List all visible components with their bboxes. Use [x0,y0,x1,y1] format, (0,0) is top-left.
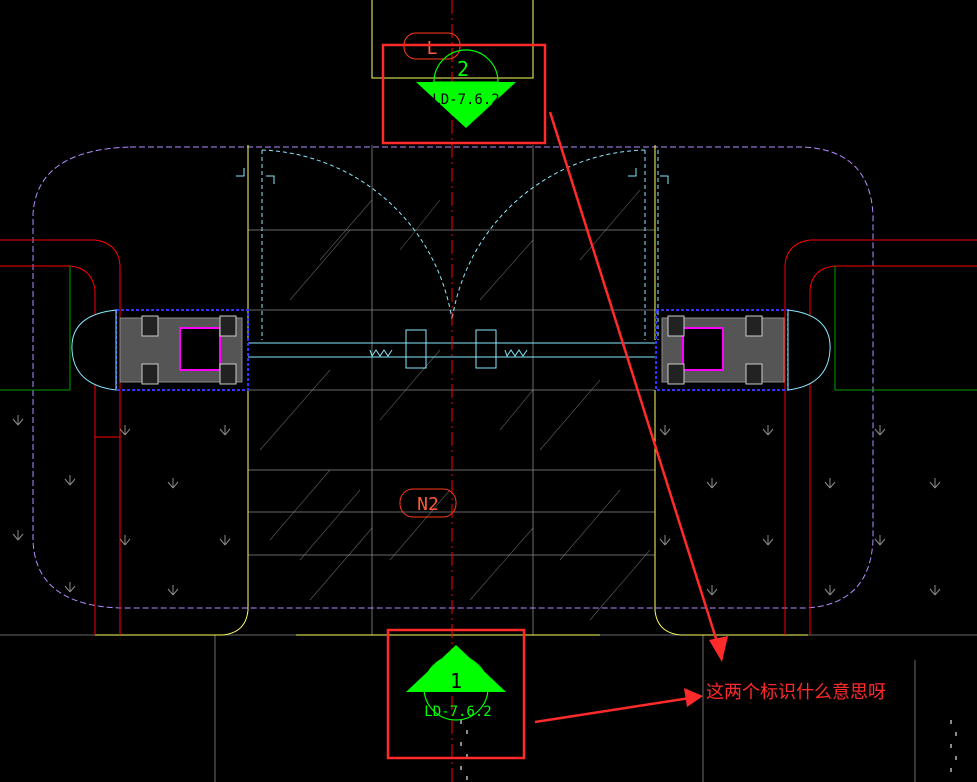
section-marker-bottom-sheet: LD-7.6.2 [424,704,491,720]
top-reference-tag-label: L [427,38,438,59]
section-marker-bottom-number: 1 [450,669,462,693]
dotted-columns [460,720,957,780]
room-tag-label: N2 [417,494,439,515]
drainage-arrows [12,415,941,596]
door-swing-arcs [247,149,659,340]
red-walls-left [0,239,121,635]
hatch-lines [259,189,651,621]
annotation-arrows [534,111,728,724]
right-hinge-assembly [655,309,831,391]
red-walls-right [784,239,977,635]
section-marker-bottom[interactable]: 1 LD-7.6.2 [406,645,506,721]
green-lines [0,266,977,391]
highlight-box-bottom [386,628,526,760]
section-marker-top[interactable]: 2 LD-7.6.2 [416,49,516,128]
room-tag: N2 [399,488,457,518]
section-marker-top-number: 2 [457,57,469,81]
annotation-question: 这两个标识什么意思呀 [706,682,886,703]
left-hinge-assembly [71,309,249,391]
bracket-symbols [236,168,669,184]
section-marker-top-sheet: LD-7.6.2 [432,92,499,108]
highlight-box-top [381,43,547,145]
